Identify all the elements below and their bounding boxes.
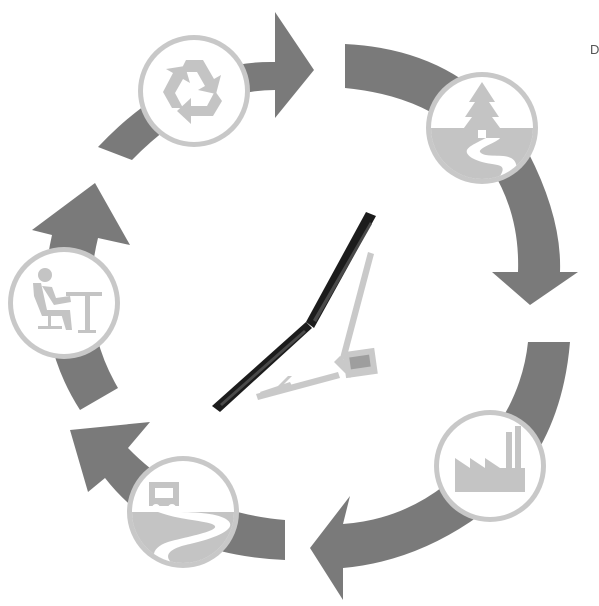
arrow-forest-to-factory <box>345 44 578 305</box>
stage-badge-transport <box>127 456 239 568</box>
factory-icon <box>455 426 525 492</box>
stage-badge-manufacturing <box>434 410 546 522</box>
stage-badge-recycle <box>138 35 250 147</box>
stage-badge-use <box>8 247 120 359</box>
corner-text: D <box>590 42 599 57</box>
stage-badge-raw-materials <box>426 72 538 184</box>
recycle-icon <box>163 60 222 124</box>
dual-monitor-stand-icon <box>212 212 378 412</box>
arrow-factory-to-truck <box>310 342 570 600</box>
office-worker-icon <box>33 268 102 333</box>
